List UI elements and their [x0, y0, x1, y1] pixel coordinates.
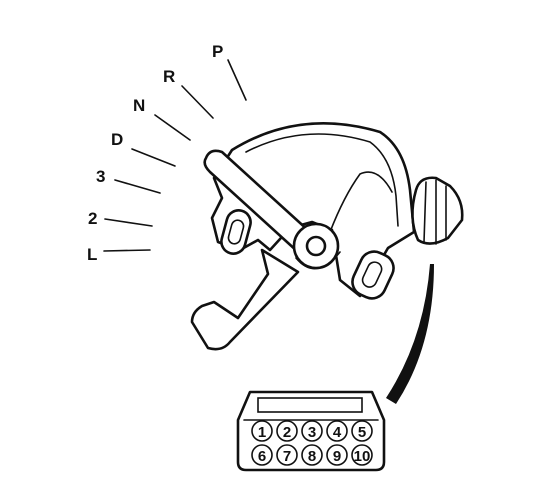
pin-circle — [276, 444, 298, 466]
pin-label: 7 — [283, 448, 291, 465]
pin-label: 5 — [358, 424, 366, 441]
gear-leader-lines — [103, 59, 247, 252]
pin-label: 4 — [333, 424, 342, 441]
wire-harness — [386, 264, 434, 404]
gear-label-3: 3 — [96, 167, 105, 186]
gear-label-r: R — [163, 67, 175, 86]
gear-label-n: N — [133, 96, 145, 115]
pin-circle — [251, 444, 273, 466]
switch-housing — [190, 122, 416, 351]
pin-circle — [326, 444, 348, 466]
pin-circle — [326, 420, 348, 442]
pin-label: 3 — [308, 424, 316, 441]
pin-circle — [351, 420, 373, 442]
connector-pins: 1 2 3 4 5 6 7 8 9 10 — [251, 420, 373, 466]
pin-circle — [301, 420, 323, 442]
pin-label: 6 — [258, 448, 266, 465]
connector — [236, 390, 386, 472]
harness-boot — [411, 176, 464, 245]
pin-label: 1 — [258, 424, 266, 441]
gear-label-p: P — [212, 42, 223, 61]
pin-circle — [301, 444, 323, 466]
selector-lever — [203, 149, 341, 270]
pin-label: 2 — [283, 424, 291, 441]
gear-label-l: L — [87, 245, 97, 264]
pin-circle — [351, 444, 373, 466]
pin-label: 10 — [354, 448, 371, 465]
pin-label: 9 — [333, 448, 341, 465]
pin-circle — [251, 420, 273, 442]
pin-label: 8 — [308, 448, 316, 465]
gear-label-2: 2 — [88, 209, 97, 228]
pin-circle — [276, 420, 298, 442]
gear-label-d: D — [111, 130, 123, 149]
